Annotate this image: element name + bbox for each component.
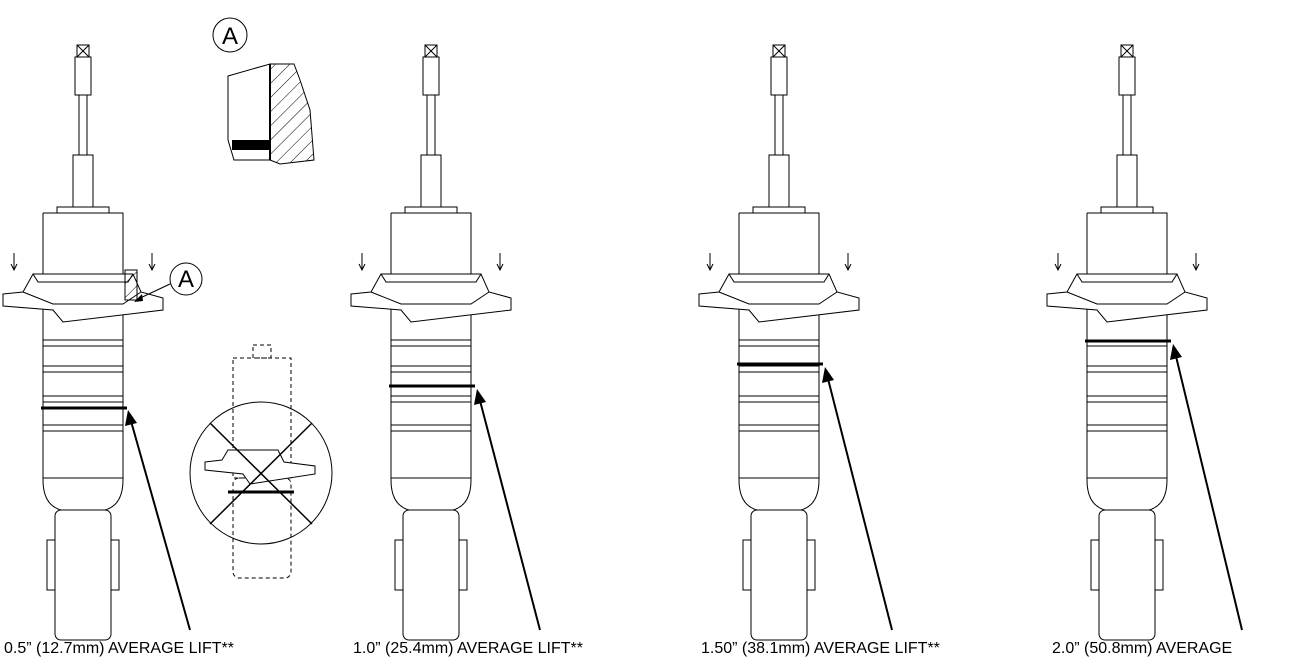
- strut-1: [2, 44, 164, 641]
- svg-text:A: A: [222, 23, 238, 50]
- incorrect-example: [190, 345, 332, 578]
- leader-arrow-2: [474, 389, 540, 630]
- caption-lift-2-0: 2.0” (50.8mm) AVERAGE: [1052, 640, 1233, 657]
- svg-text:A: A: [178, 266, 194, 293]
- caption-lift-0-5: 0.5” (12.7mm) AVERAGE LIFT**: [4, 640, 234, 657]
- caption-lift-1-0: 1.0” (25.4mm) AVERAGE LIFT**: [353, 640, 583, 657]
- leader-arrow-1: [125, 410, 190, 630]
- strut-4: [1046, 44, 1208, 641]
- detail-a-view: A: [213, 18, 314, 164]
- strut-3: [698, 44, 860, 641]
- caption-lift-1-5: 1.50” (38.1mm) AVERAGE LIFT**: [701, 640, 940, 657]
- strut-2: [350, 44, 512, 641]
- leader-arrow-3: [822, 367, 892, 630]
- detail-a-callout: A: [134, 263, 202, 302]
- leader-arrow-4: [1170, 344, 1242, 630]
